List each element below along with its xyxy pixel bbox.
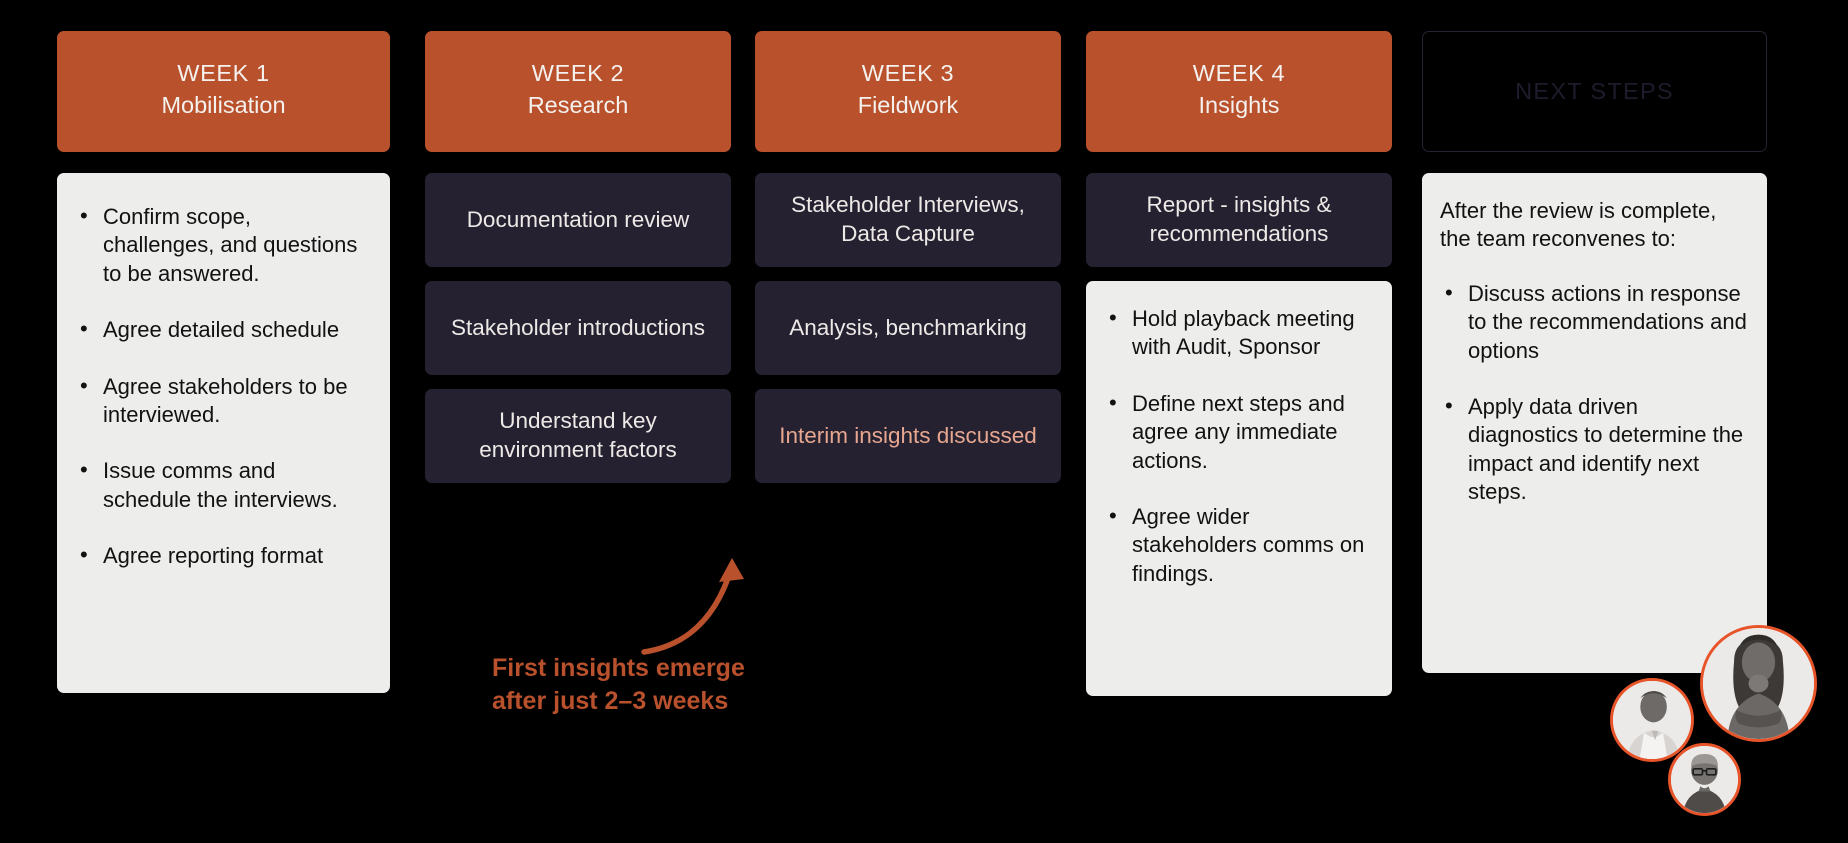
next-steps-intro: After the review is complete, the team r… — [1440, 198, 1717, 252]
avatar-person-3 — [1668, 743, 1741, 816]
list-item: Hold playback meeting with Audit, Sponso… — [1104, 304, 1372, 362]
column-header-week-label: WEEK 3 — [861, 60, 955, 87]
list-item: Confirm scope, challenges, and questions… — [75, 202, 366, 288]
column-next-steps: NEXT STEPS After the review is complete,… — [1422, 31, 1767, 673]
curved-arrow-icon — [641, 558, 744, 655]
bullet-list: Confirm scope, challenges, and questions… — [75, 202, 366, 570]
next-steps-card: After the review is complete, the team r… — [1422, 173, 1767, 673]
list-item: Agree stakeholders to be interviewed. — [75, 372, 366, 430]
bullet-list: Discuss actions in response to the recom… — [1440, 279, 1747, 507]
list-item: Agree wider stakeholders comms on findin… — [1104, 502, 1372, 588]
column-header-week-label: WEEK 4 — [1192, 60, 1286, 87]
list-item: Agree detailed schedule — [75, 315, 366, 344]
column-header-sub-label: Mobilisation — [161, 92, 286, 118]
column-header-sub-label: Fieldwork — [857, 92, 959, 118]
annotation-line-1: First insights emerge — [492, 654, 745, 682]
column-body-week-3: Stakeholder Interviews, Data Capture Ana… — [755, 173, 1061, 483]
annotation-first-insights: First insights emerge after just 2–3 wee… — [492, 652, 822, 717]
column-body-next-steps: After the review is complete, the team r… — [1422, 173, 1767, 673]
avatar-person-1 — [1610, 678, 1694, 762]
bullet-card-week-4: Hold playback meeting with Audit, Sponso… — [1086, 281, 1392, 696]
column-week-1: WEEK 1 Mobilisation Confirm scope, chall… — [57, 31, 390, 693]
task-card: Analysis, benchmarking — [755, 281, 1061, 375]
column-header-week-3: WEEK 3 Fieldwork — [755, 31, 1061, 152]
task-card-interim-insights: Interim insights discussed — [755, 389, 1061, 483]
task-card: Documentation review — [425, 173, 731, 267]
column-week-4: WEEK 4 Insights Report - insights & reco… — [1086, 31, 1392, 696]
list-item: Apply data driven diagnostics to determi… — [1440, 392, 1747, 507]
column-header-week-label: WEEK 2 — [531, 60, 625, 87]
list-item: Agree reporting format — [75, 541, 366, 570]
task-card: Stakeholder introductions — [425, 281, 731, 375]
column-week-3: WEEK 3 Fieldwork Stakeholder Interviews,… — [755, 31, 1061, 483]
column-header-sub-label: Research — [527, 92, 629, 118]
column-header-week-4: WEEK 4 Insights — [1086, 31, 1392, 152]
column-header-sub-label: Insights — [1198, 92, 1280, 118]
task-card: Stakeholder Interviews, Data Capture — [755, 173, 1061, 267]
person-photo-icon — [1703, 628, 1814, 739]
task-card: Report - insights & recommendations — [1086, 173, 1392, 267]
column-header-week-label: WEEK 1 — [177, 60, 270, 87]
person-photo-icon — [1613, 681, 1691, 759]
list-item: Define next steps and agree any immediat… — [1104, 389, 1372, 475]
person-photo-icon — [1671, 746, 1738, 813]
avatar-person-2 — [1700, 625, 1817, 742]
list-item: Discuss actions in response to the recom… — [1440, 279, 1747, 365]
annotation-line-2: after just 2–3 weeks — [492, 686, 729, 715]
column-header-week-1: WEEK 1 Mobilisation — [57, 31, 390, 152]
column-header-week-2: WEEK 2 Research — [425, 31, 731, 152]
list-item: Issue comms and schedule the interviews. — [75, 456, 366, 514]
column-header-next-steps: NEXT STEPS — [1422, 31, 1767, 152]
column-week-2: WEEK 2 Research Documentation review Sta… — [425, 31, 731, 483]
column-body-week-1: Confirm scope, challenges, and questions… — [57, 173, 390, 693]
column-body-week-4: Report - insights & recommendations Hold… — [1086, 173, 1392, 696]
bullet-list: Hold playback meeting with Audit, Sponso… — [1104, 304, 1372, 588]
task-card: Understand key environment factors — [425, 389, 731, 483]
column-body-week-2: Documentation review Stakeholder introdu… — [425, 173, 731, 483]
avatar-group — [1600, 618, 1848, 833]
bullet-card-week-1: Confirm scope, challenges, and questions… — [57, 173, 390, 693]
